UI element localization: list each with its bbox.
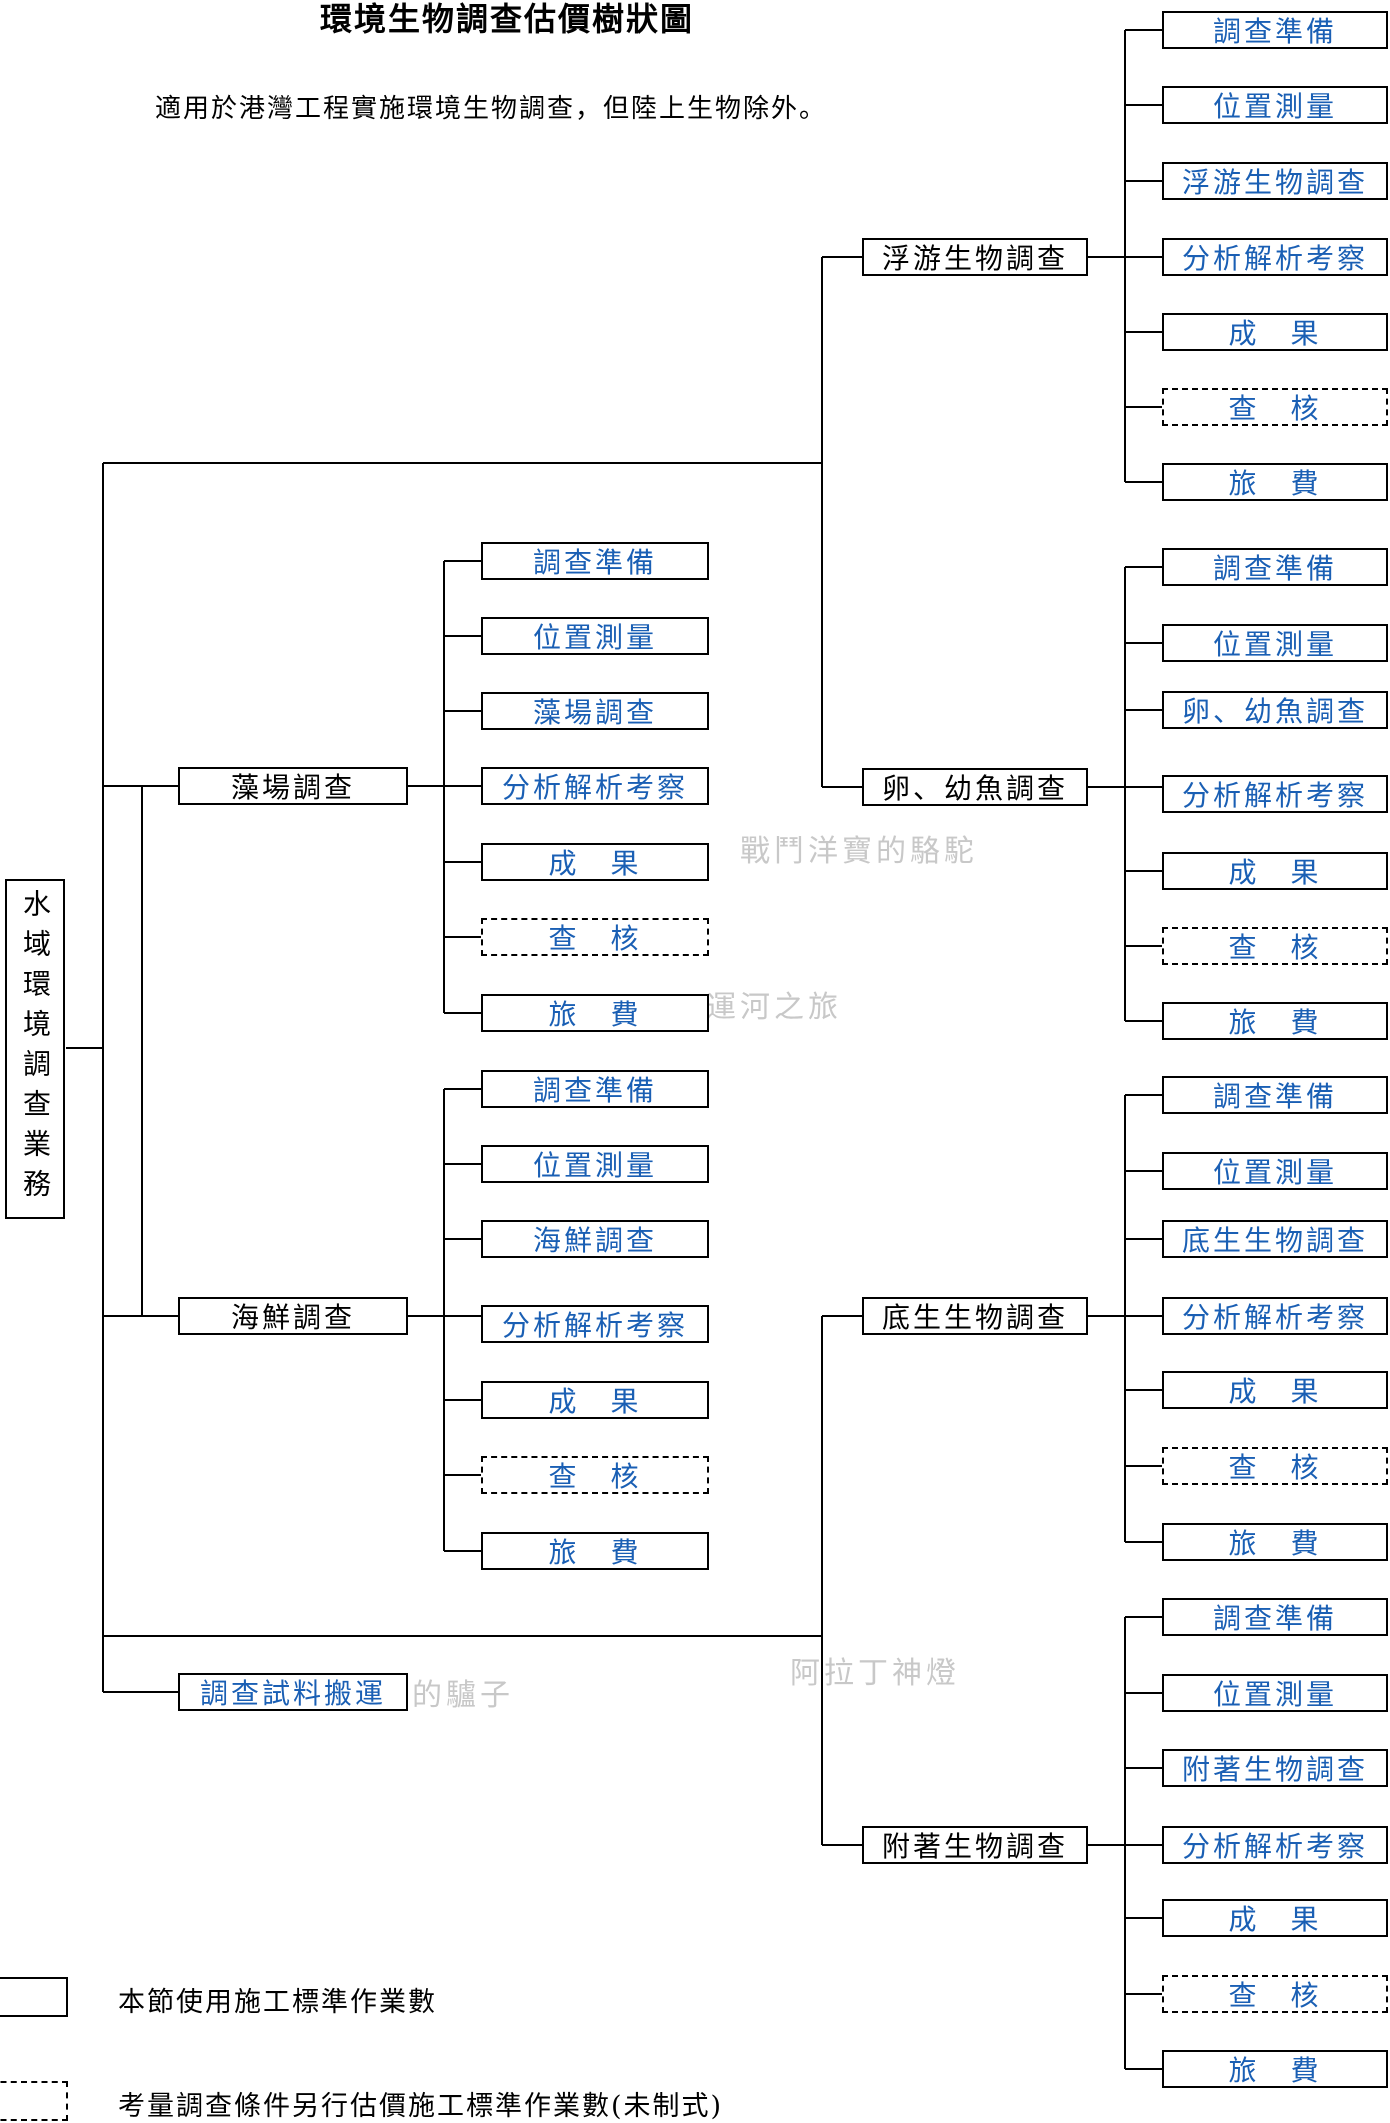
- leaf-eggs-review: 查 核: [1162, 927, 1388, 965]
- leaf-seafood-position: 位置測量: [481, 1145, 709, 1183]
- legend-solid-swatch: [0, 1977, 68, 2017]
- leaf-algae-analysis: 分析解析考察: [481, 767, 709, 805]
- leaf-plankton-results: 成 果: [1162, 313, 1388, 351]
- leaf-algae-position: 位置測量: [481, 617, 709, 655]
- category-seafood: 海鮮調查: [178, 1297, 408, 1335]
- leaf-benthic-prep: 調查準備: [1162, 1076, 1388, 1114]
- leaf-algae-travel: 旅 費: [481, 994, 709, 1032]
- leaf-attached-results: 成 果: [1162, 1899, 1388, 1937]
- leaf-benthic-review: 查 核: [1162, 1447, 1388, 1485]
- root-node: 水域環境調查業務: [5, 879, 65, 1219]
- leaf-eggs-prep: 調查準備: [1162, 548, 1388, 586]
- leaf-plankton-analysis: 分析解析考察: [1162, 238, 1388, 276]
- leaf-plankton-prep: 調查準備: [1162, 11, 1388, 49]
- leaf-plankton-survey: 浮游生物調查: [1162, 162, 1388, 200]
- watermark-lamp: 阿拉丁神燈: [790, 1656, 960, 1691]
- leaf-seafood-travel: 旅 費: [481, 1532, 709, 1570]
- leaf-plankton-travel: 旅 費: [1162, 463, 1388, 501]
- leaf-attached-position: 位置測量: [1162, 1674, 1388, 1712]
- root-label: 水域環境調查業務: [19, 889, 52, 1209]
- leaf-benthic-travel: 旅 費: [1162, 1523, 1388, 1561]
- leaf-algae-prep: 調查準備: [481, 542, 709, 580]
- page-subtitle: 適用於港灣工程實施環境生物調查，但陸上生物除外。: [155, 94, 828, 124]
- leaf-seafood-survey: 海鮮調查: [481, 1220, 709, 1258]
- leaf-benthic-analysis: 分析解析考察: [1162, 1297, 1388, 1335]
- leaf-seafood-results: 成 果: [481, 1381, 709, 1419]
- watermark-donkey: 的驢子: [412, 1678, 514, 1713]
- leaf-attached-travel: 旅 費: [1162, 2050, 1388, 2088]
- leaf-benthic-survey: 底生生物調查: [1162, 1220, 1388, 1258]
- leaf-benthic-results: 成 果: [1162, 1371, 1388, 1409]
- leaf-algae-survey: 藻場調查: [481, 692, 709, 730]
- leaf-eggs-position: 位置測量: [1162, 624, 1388, 662]
- leaf-algae-review: 查 核: [481, 918, 709, 956]
- leaf-attached-analysis: 分析解析考察: [1162, 1826, 1388, 1864]
- category-attached: 附著生物調查: [862, 1826, 1088, 1864]
- category-eggs-larvae: 卵、幼魚調查: [862, 768, 1088, 806]
- category-sample-transport: 調查試料搬運: [178, 1673, 408, 1711]
- leaf-eggs-travel: 旅 費: [1162, 1002, 1388, 1040]
- category-benthic: 底生生物調查: [862, 1297, 1088, 1335]
- page-title: 環境生物調查估價樹狀圖: [320, 0, 695, 38]
- legend-dashed-swatch: [0, 2081, 68, 2121]
- watermark-camel: 戰鬥洋寶的駱駝: [740, 834, 978, 869]
- leaf-attached-prep: 調查準備: [1162, 1598, 1388, 1636]
- legend-solid-label: 本節使用施工標準作業數: [118, 1987, 437, 2018]
- leaf-attached-review: 查 核: [1162, 1975, 1388, 2013]
- leaf-seafood-prep: 調查準備: [481, 1070, 709, 1108]
- leaf-plankton-review: 查 核: [1162, 388, 1388, 426]
- category-plankton: 浮游生物調查: [862, 238, 1088, 276]
- leaf-plankton-survey-position: 位置測量: [1162, 86, 1388, 124]
- watermark-canal: 運河之旅: [706, 990, 842, 1025]
- category-algae-bed: 藻場調查: [178, 767, 408, 805]
- leaf-eggs-survey: 卵、幼魚調查: [1162, 691, 1388, 729]
- legend-dashed-label: 考量調查條件另行估價施工標準作業數(未制式): [118, 2091, 724, 2122]
- leaf-eggs-analysis: 分析解析考察: [1162, 775, 1388, 813]
- leaf-seafood-analysis: 分析解析考察: [481, 1305, 709, 1343]
- leaf-eggs-results: 成 果: [1162, 852, 1388, 890]
- leaf-benthic-position: 位置測量: [1162, 1152, 1388, 1190]
- leaf-algae-results: 成 果: [481, 843, 709, 881]
- leaf-attached-survey: 附著生物調查: [1162, 1749, 1388, 1787]
- leaf-seafood-review: 查 核: [481, 1456, 709, 1494]
